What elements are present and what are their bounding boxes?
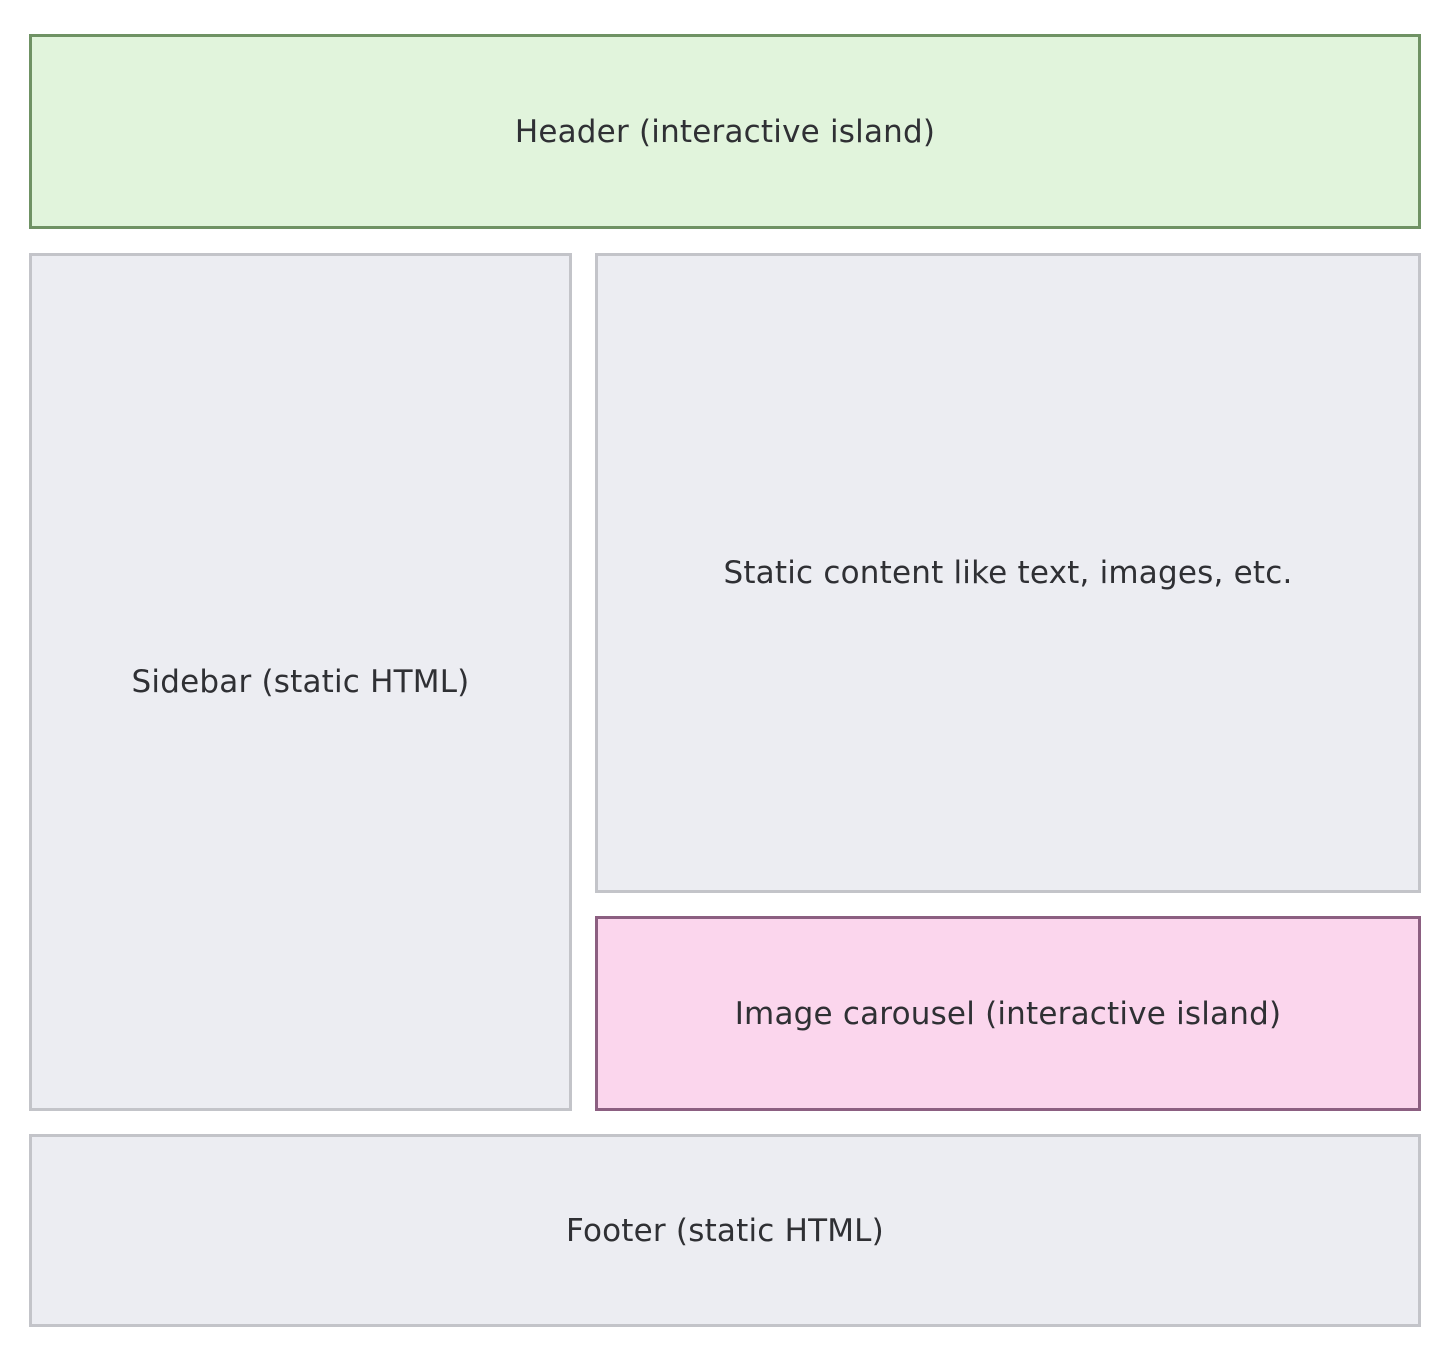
static-content-box: Static content like text, images, etc. — [595, 253, 1421, 893]
header-island-label: Header (interactive island) — [514, 113, 936, 150]
sidebar-static-box: Sidebar (static HTML) — [29, 253, 572, 1111]
image-carousel-island-label: Image carousel (interactive island) — [734, 995, 1282, 1032]
header-island-box: Header (interactive island) — [29, 34, 1421, 229]
image-carousel-island-box: Image carousel (interactive island) — [595, 916, 1421, 1111]
footer-static-label: Footer (static HTML) — [566, 1212, 884, 1249]
sidebar-static-label: Sidebar (static HTML) — [131, 664, 470, 700]
footer-static-box: Footer (static HTML) — [29, 1134, 1421, 1327]
static-content-label: Static content like text, images, etc. — [723, 555, 1293, 591]
